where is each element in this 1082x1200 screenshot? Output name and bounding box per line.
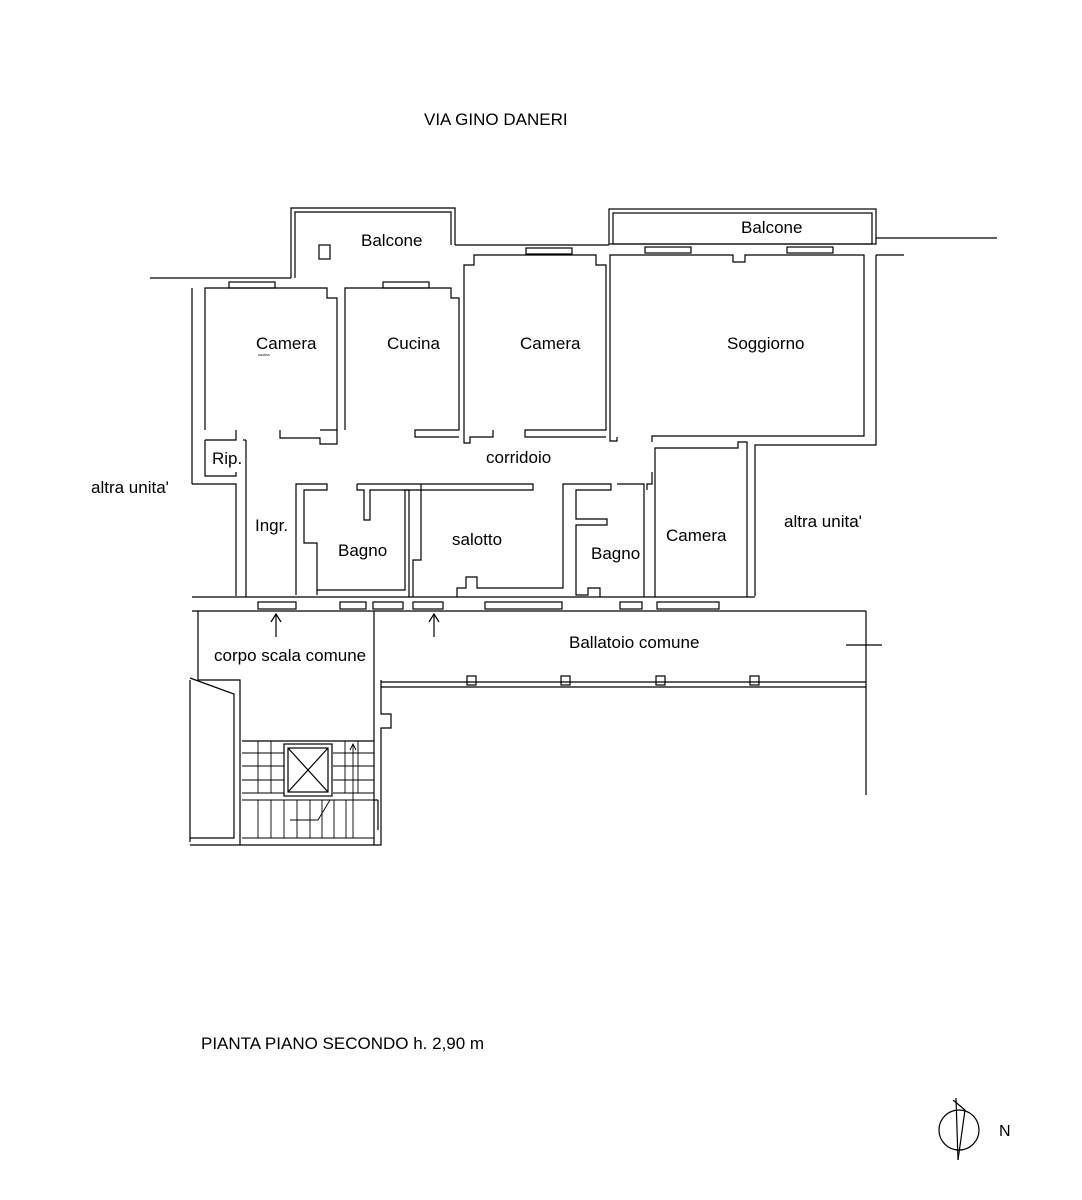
label-ingr: Ingr.: [255, 516, 289, 535]
label-camera-3: Camera: [666, 526, 727, 545]
room-salotto-walls: [412, 483, 568, 597]
elevator: [283, 743, 379, 830]
stairwell-walls: [189, 611, 392, 846]
north-label: N: [999, 1123, 1011, 1140]
ballatoio-walls: [381, 611, 882, 795]
room-rip-walls: [192, 430, 247, 597]
entry-arrows: [270, 612, 440, 637]
label-altra-unita-right: altra unita': [784, 512, 862, 531]
room-bagno-2-walls: [568, 472, 653, 597]
balcony-right: [608, 208, 877, 245]
top-facade: [150, 237, 997, 279]
room-cucina-walls: [344, 287, 460, 438]
label-salotto: salotto: [452, 530, 503, 549]
label-corridoio: corridoio: [486, 448, 552, 467]
label-altra-unita-left: altra unita': [91, 478, 169, 497]
label-rip: Rip.: [212, 449, 243, 468]
plan-caption: PIANTA PIANO SECONDO h. 2,90 m: [201, 1034, 485, 1053]
label-cucina: Cucina: [387, 334, 440, 353]
label-balcone-left: Balcone: [361, 231, 423, 250]
room-bagno-1-walls: [295, 483, 534, 597]
label-balcone-right: Balcone: [741, 218, 803, 237]
balcony-left: [290, 207, 456, 278]
label-ballatoio: Ballatoio comune: [569, 633, 700, 652]
room-soggiorno-walls: [609, 254, 877, 596]
room-camera-2-walls: [463, 254, 607, 444]
label-bagno-2: Bagno: [591, 544, 641, 563]
label-bagno-1: Bagno: [338, 541, 388, 560]
label-soggiorno: Soggiorno: [727, 334, 805, 353]
top-windows: [228, 246, 834, 289]
label-tiny-note: cucina: [258, 352, 270, 357]
street-name: VIA GINO DANERI: [424, 110, 568, 129]
compass-icon: [938, 1097, 980, 1161]
bottom-facade: [192, 596, 866, 612]
label-camera-2: Camera: [520, 334, 581, 353]
label-camera-1: Camera: [256, 334, 317, 353]
room-camera-3-walls: [654, 441, 748, 597]
room-camera-1-walls: [191, 287, 338, 484]
stairs: [242, 741, 374, 839]
label-corpo-scala: corpo scala comune: [214, 646, 367, 665]
